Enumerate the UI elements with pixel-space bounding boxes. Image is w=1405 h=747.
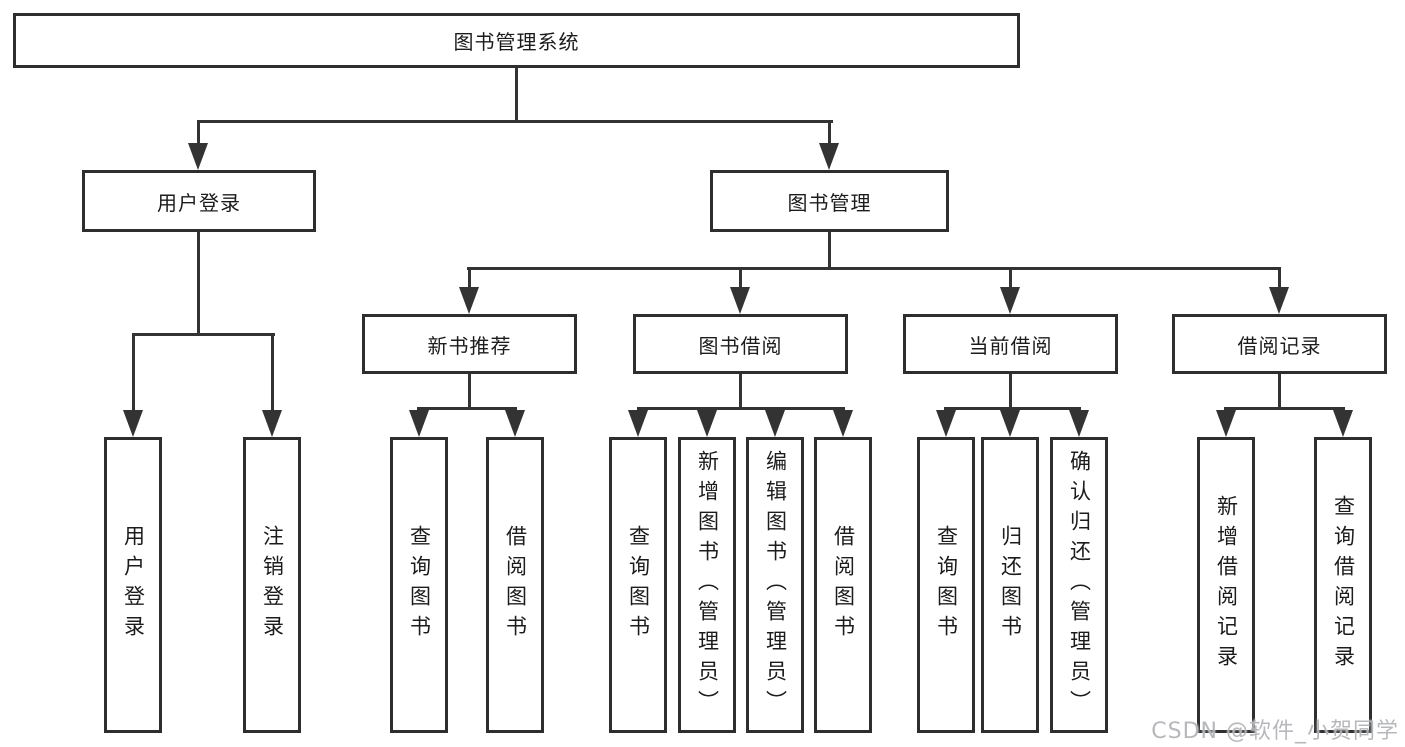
connector-line xyxy=(271,333,274,413)
leaf-br-add-record: 新增借阅记录 xyxy=(1197,437,1255,733)
arrow-down-icon xyxy=(936,410,956,437)
connector-line xyxy=(828,232,831,270)
node-book-management-label: 图书管理 xyxy=(787,190,872,215)
arrow-down-icon xyxy=(1000,287,1020,314)
connector-line xyxy=(417,407,517,410)
node-user-login: 用户登录 xyxy=(82,170,316,232)
arrow-down-icon xyxy=(409,410,429,437)
leaf-cb-confirm-return-admin-label: 确认归还（管理员） xyxy=(1067,450,1092,720)
arrow-down-icon xyxy=(1216,410,1236,437)
arrow-down-icon xyxy=(459,287,479,314)
arrow-down-icon xyxy=(262,410,282,437)
node-book-borrowing: 图书借阅 xyxy=(633,314,848,374)
connector-line xyxy=(468,374,471,410)
arrow-down-icon xyxy=(628,410,648,437)
arrow-down-icon xyxy=(819,143,839,170)
leaf-bb-borrow-books: 借阅图书 xyxy=(814,437,872,733)
node-user-login-label: 用户登录 xyxy=(157,190,241,215)
arrow-down-icon xyxy=(1069,410,1089,437)
connector-line xyxy=(637,407,845,410)
arrow-down-icon xyxy=(833,410,853,437)
arrow-down-icon xyxy=(765,410,785,437)
node-book-management: 图书管理 xyxy=(710,170,949,232)
connector-line xyxy=(1278,267,1281,291)
leaf-bb-edit-books-admin: 编辑图书（管理员） xyxy=(746,437,804,733)
leaf-nb-query-books-label: 查询图书 xyxy=(407,525,432,645)
node-root: 图书管理系统 xyxy=(13,13,1020,68)
csdn-watermark: CSDN @软件_小贺同学 xyxy=(1151,719,1399,744)
arrow-down-icon xyxy=(123,410,143,437)
arrow-down-icon xyxy=(505,410,525,437)
leaf-nb-query-books: 查询图书 xyxy=(390,437,448,733)
connector-line xyxy=(1009,374,1012,410)
node-root-label: 图书管理系统 xyxy=(453,30,580,54)
node-book-borrowing-label: 图书借阅 xyxy=(698,333,783,358)
leaf-cb-return-books: 归还图书 xyxy=(981,437,1039,733)
connector-line xyxy=(1009,267,1012,291)
connector-line xyxy=(739,374,742,410)
leaf-bb-add-books-admin: 新增图书（管理员） xyxy=(678,437,736,733)
leaf-nb-borrow-books-label: 借阅图书 xyxy=(503,525,528,645)
leaf-user-login-label: 用户登录 xyxy=(121,525,146,645)
leaf-br-query-record-label: 查询借阅记录 xyxy=(1331,495,1356,675)
connector-line xyxy=(739,267,742,291)
leaf-bb-edit-books-admin-label: 编辑图书（管理员） xyxy=(763,450,788,720)
node-new-book-recommend-label: 新书推荐 xyxy=(427,333,512,358)
leaf-cb-query-books-label: 查询图书 xyxy=(934,525,959,645)
connector-line xyxy=(468,267,471,291)
leaf-bb-query-books-label: 查询图书 xyxy=(626,525,651,645)
connector-line xyxy=(197,120,833,123)
node-new-book-recommend: 新书推荐 xyxy=(362,314,577,374)
leaf-bb-borrow-books-label: 借阅图书 xyxy=(831,525,856,645)
leaf-nb-borrow-books: 借阅图书 xyxy=(486,437,544,733)
connector-line xyxy=(944,407,1081,410)
arrow-down-icon xyxy=(697,410,717,437)
leaf-cb-confirm-return-admin: 确认归还（管理员） xyxy=(1050,437,1108,733)
connector-line xyxy=(132,333,275,336)
node-borrow-records-label: 借阅记录 xyxy=(1237,333,1322,358)
leaf-logout: 注销登录 xyxy=(243,437,301,733)
connector-line xyxy=(828,120,831,147)
connector-line xyxy=(132,333,135,413)
leaf-br-query-record: 查询借阅记录 xyxy=(1314,437,1372,733)
node-borrow-records: 借阅记录 xyxy=(1172,314,1387,374)
leaf-bb-query-books: 查询图书 xyxy=(609,437,667,733)
arrow-down-icon xyxy=(1000,410,1020,437)
connector-line xyxy=(515,68,518,120)
connector-line xyxy=(197,232,200,336)
leaf-user-login: 用户登录 xyxy=(104,437,162,733)
connector-line xyxy=(1224,407,1345,410)
arrow-down-icon xyxy=(1269,287,1289,314)
leaf-br-add-record-label: 新增借阅记录 xyxy=(1214,495,1239,675)
leaf-bb-add-books-admin-label: 新增图书（管理员） xyxy=(695,450,720,720)
leaf-cb-query-books: 查询图书 xyxy=(917,437,975,733)
leaf-cb-return-books-label: 归还图书 xyxy=(998,525,1023,645)
node-current-borrowing-label: 当前借阅 xyxy=(968,333,1053,358)
arrow-down-icon xyxy=(1333,410,1353,437)
connector-line xyxy=(197,120,200,147)
connector-line xyxy=(467,267,1281,270)
leaf-logout-label: 注销登录 xyxy=(260,525,285,645)
arrow-down-icon xyxy=(730,287,750,314)
connector-line xyxy=(1278,374,1281,410)
arrow-down-icon xyxy=(188,143,208,170)
node-current-borrowing: 当前借阅 xyxy=(903,314,1118,374)
